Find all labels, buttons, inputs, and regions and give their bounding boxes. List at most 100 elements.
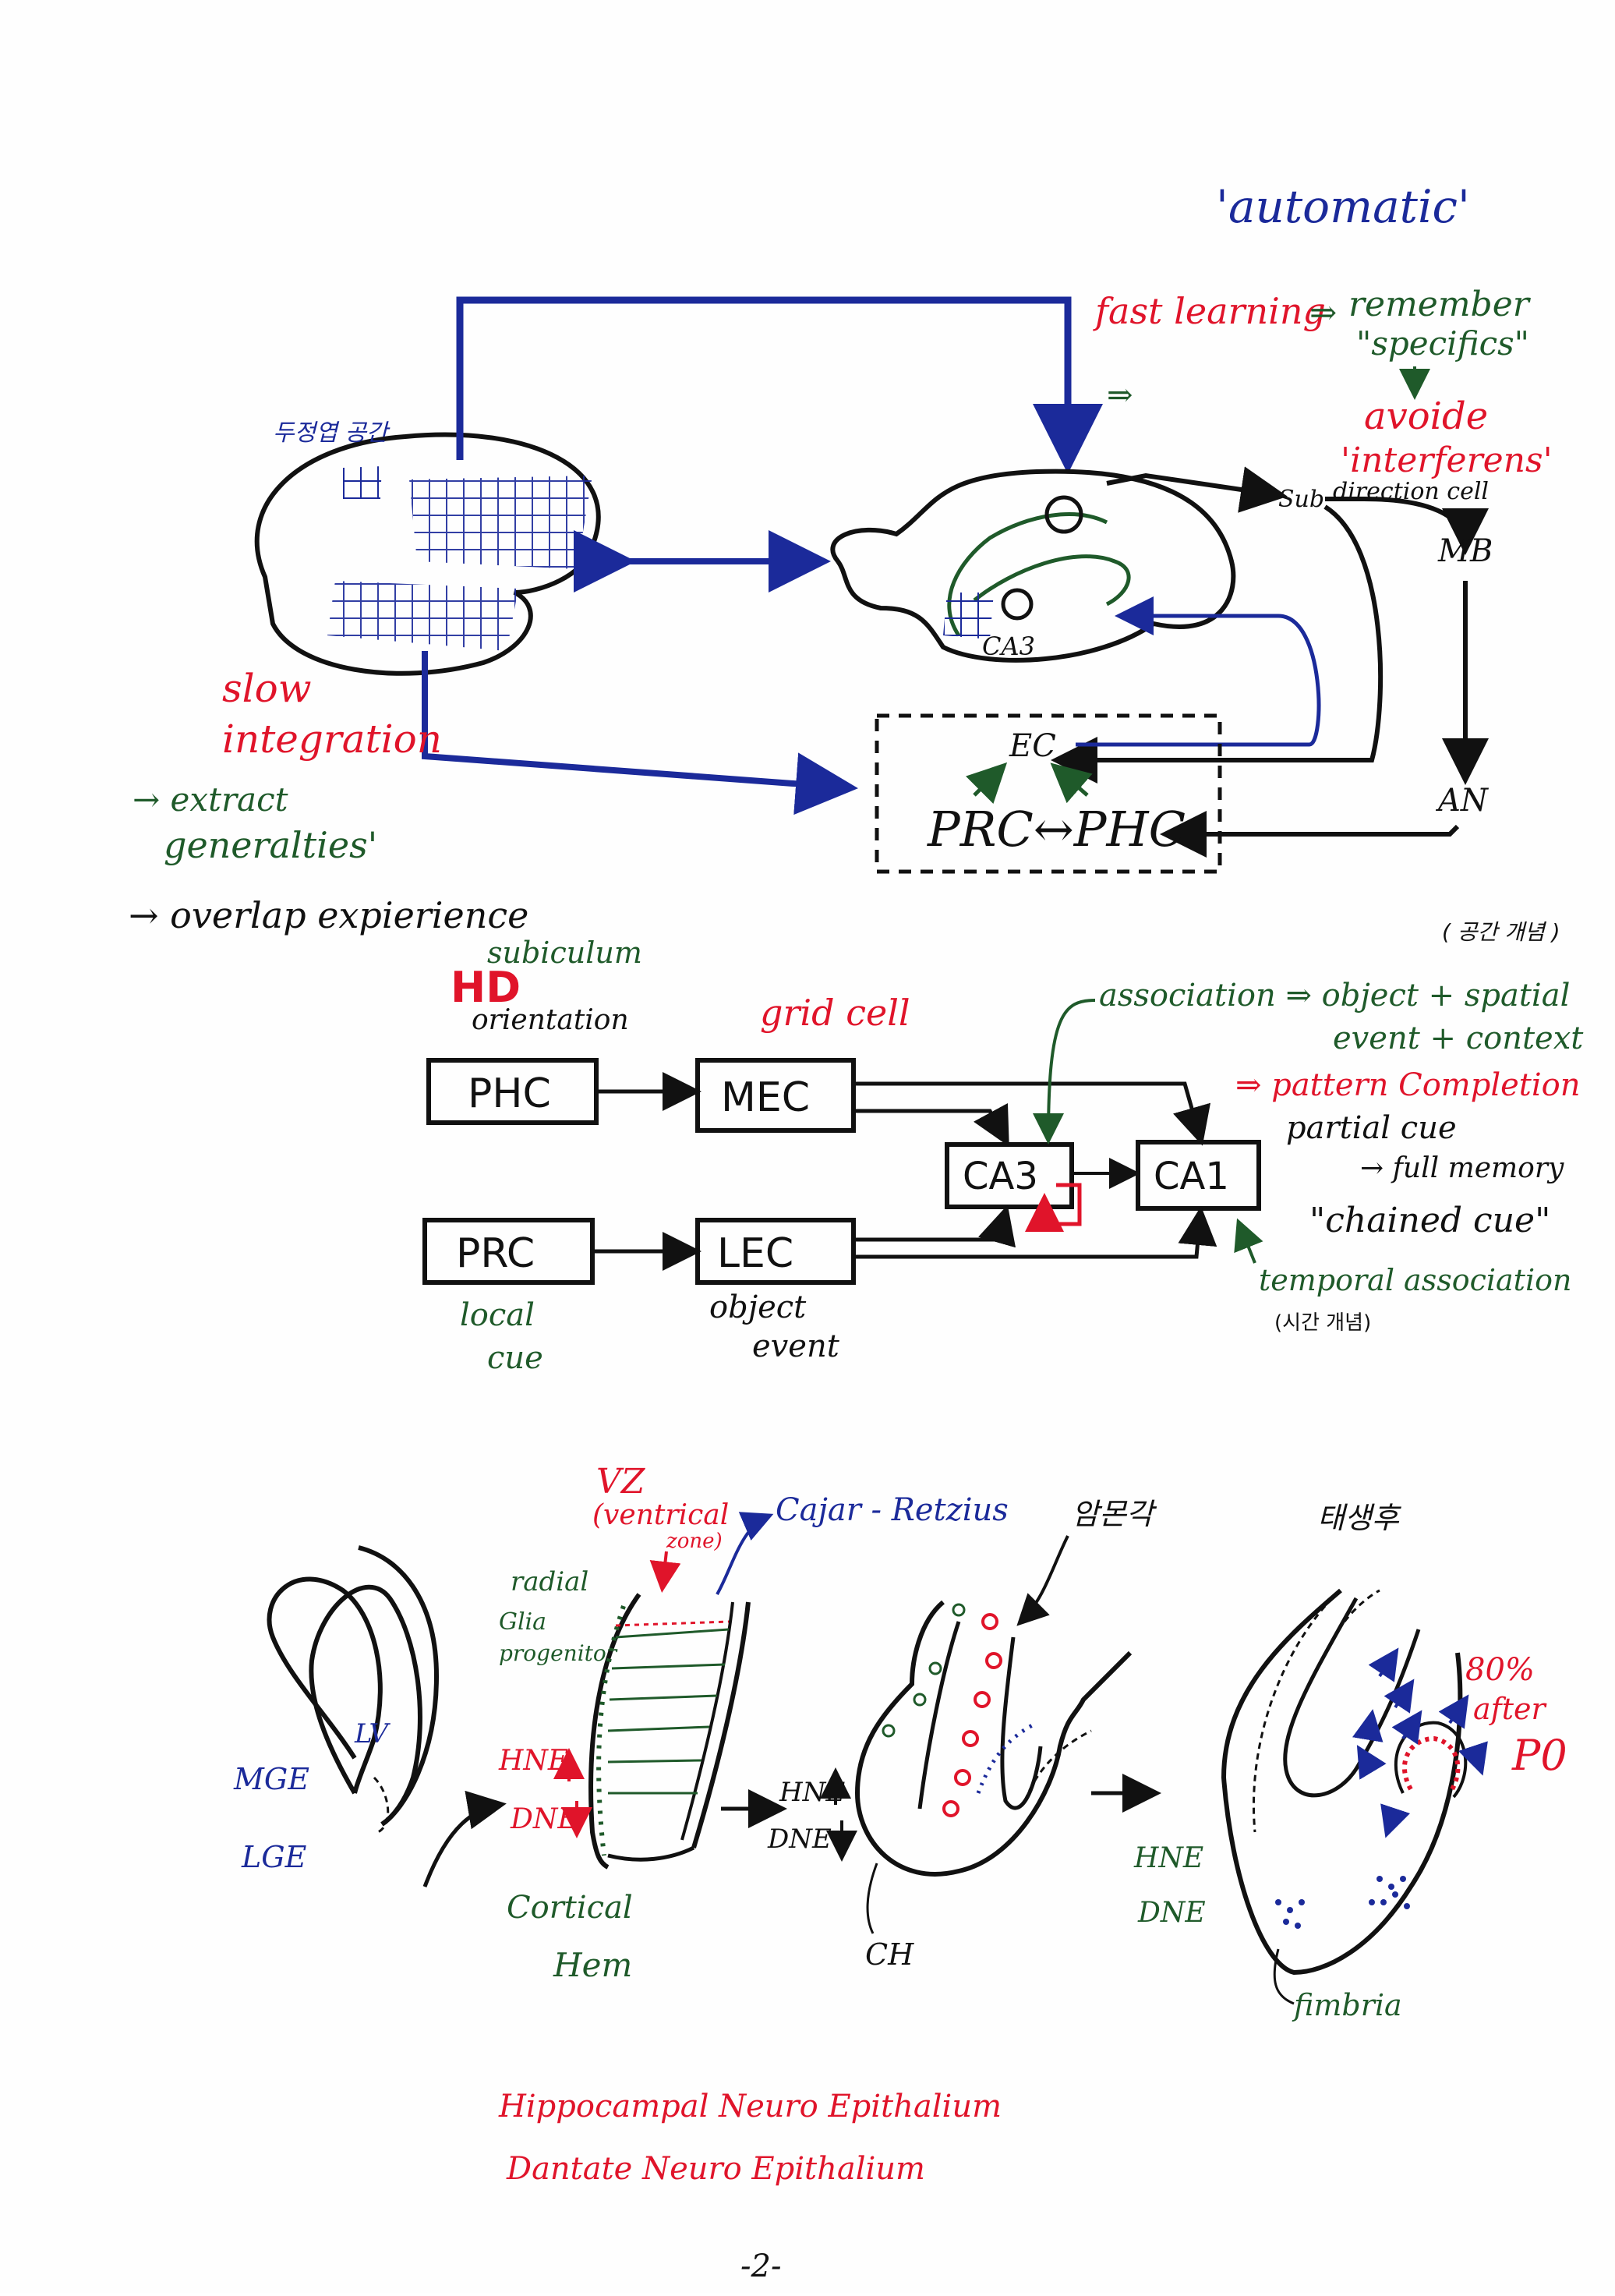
association-arrow [1033, 999, 1096, 1144]
cortex-grid-small [343, 466, 382, 499]
pct-label: 80% [1465, 1652, 1535, 1688]
cortical-label: Cortical [507, 1890, 633, 1926]
panel4-outline [1221, 1588, 1463, 1976]
overlap-label: → overlap expierience [129, 894, 528, 936]
sub-to-ec-line [1051, 504, 1384, 784]
hem-label: Hem [553, 1946, 632, 1984]
lv-label: LV [354, 1718, 391, 1749]
arrow-implies-1: ⇒ [1309, 293, 1337, 331]
panel3-inner-left [917, 1621, 961, 1810]
mge-label: MGE [233, 1762, 309, 1796]
fimbria-line [1273, 1948, 1295, 2005]
direction-cell-label: direction cell [1333, 478, 1489, 505]
fimbria-label: fimbria [1292, 1988, 1402, 2022]
space-concept-label: ( 공간 개념 ) [1442, 919, 1560, 945]
ammon-label: 암몬각 [1072, 1497, 1157, 1531]
panel4-inner-curve [1283, 1597, 1421, 1798]
cortex-korean-label: 두정엽 공간 [273, 419, 390, 447]
grid-cell-label: grid cell [760, 992, 910, 1034]
interferens-label: 'interferens' [1341, 440, 1553, 480]
specifics-label: "specifics" [1356, 324, 1529, 363]
subiculum-label: subiculum [487, 936, 642, 970]
lec-to-ca1-arrow [853, 1206, 1217, 1259]
panel4-dashed-right [1343, 1589, 1380, 1622]
panel4-red-dg [1401, 1735, 1461, 1795]
mec-to-ca1-arrow [853, 1081, 1211, 1146]
mb-label: MB [1437, 533, 1493, 569]
sub-to-mb-line [1325, 497, 1489, 555]
ec-label: EC [1009, 728, 1056, 764]
dne2-label: DNE [1137, 1897, 1206, 1929]
an-label: AN [1435, 783, 1490, 819]
panel2-right-wall [691, 1601, 751, 1848]
event-context-label: event + context [1333, 1021, 1584, 1056]
phc-box-label: PHC [468, 1070, 551, 1117]
panel1-shape-back [358, 1545, 440, 1827]
association-label: association ⇒ object + spatial [1099, 978, 1570, 1014]
panel1-dashed [373, 1776, 390, 1834]
panel3-green-cells [882, 1603, 966, 1738]
extract-label: → extract [133, 780, 288, 819]
panel2-bottom [607, 1845, 695, 1862]
green-arrow-marker: ⇒ [1107, 377, 1133, 413]
hne2-label: HNE [1133, 1842, 1203, 1874]
ca3-node [1044, 495, 1083, 534]
postnatal-label: 태생후 [1317, 1501, 1402, 1535]
lec-to-ca3-arrow [853, 1205, 1016, 1248]
lec-box-label: LEC [717, 1230, 793, 1277]
panel3-red-cells [942, 1613, 1002, 1817]
hippo-to-sub-arrow [1106, 466, 1288, 513]
ca3-recurrent-loop [1025, 1183, 1082, 1232]
glia-label: Glia [499, 1608, 546, 1636]
hippocampus-grid [943, 593, 994, 639]
legend-dne: Dantate Neuro Epithalium [506, 2151, 925, 2187]
ca1-box-label: CA1 [1154, 1155, 1229, 1198]
avoide-label: avoide [1364, 394, 1488, 438]
panel3-outline [854, 1600, 1133, 1877]
temporal-arrow [1234, 1218, 1263, 1264]
full-memory-label: → full memory [1360, 1152, 1564, 1184]
cortex-grid-upper [409, 476, 592, 569]
cortex-grid-lower [327, 581, 518, 651]
ammon-arrow [1016, 1535, 1069, 1626]
integration-label: integration [222, 716, 442, 762]
fast-learning-label: fast learning [1093, 290, 1326, 332]
legend-hne: Hippocampal Neuro Epithalium [498, 2089, 1002, 2124]
panel2-left-wall [588, 1593, 641, 1870]
orientation-label: orientation [472, 1004, 629, 1036]
generalties-label: generalties' [164, 824, 377, 866]
panel1-outline-outer [267, 1576, 383, 1794]
middle-section: ( 공간 개념 ) subiculum HD orientation grid … [422, 919, 1584, 1376]
cajar-arrow [716, 1512, 774, 1595]
ec-to-hippo-blue [1076, 596, 1321, 747]
hd-label: HD [451, 963, 521, 1012]
prc-box-label: PRC [456, 1230, 535, 1277]
chained-cue-label: "chained cue" [1309, 1201, 1550, 1240]
vz-label: VZ [596, 1462, 646, 1502]
cajar-retzius-label: Cajar - Retzius [776, 1492, 1009, 1528]
automatic-label: 'automatic' [1216, 180, 1470, 233]
slow-label: slow [222, 666, 312, 711]
p0-label: P0 [1511, 1731, 1567, 1780]
ventrical-label: (ventrical [592, 1499, 729, 1531]
panel4-blue-dots [1275, 1876, 1410, 1929]
top-loop-arrow [456, 296, 1103, 474]
mec-to-ca3-arrow [853, 1102, 1009, 1147]
hne-red-label: HNE [498, 1745, 568, 1777]
ch-label: CH [865, 1937, 914, 1972]
top-section: 'automatic' 두정엽 공간 CA3 Sub MB AN EC PRC↔… [129, 180, 1553, 936]
cue-label: cue [487, 1340, 543, 1376]
hippocampus-inner-2 [973, 554, 1131, 607]
panel3-blue-dots [976, 1721, 1038, 1794]
after-label: after [1473, 1692, 1547, 1726]
hippocampus-outline [830, 469, 1236, 663]
dg-node [1001, 588, 1034, 621]
dne-red-label: DNE [510, 1803, 578, 1835]
progenitor-label: progenitor [499, 1640, 618, 1666]
lge-label: LGE [241, 1840, 307, 1874]
local-label: local [460, 1297, 535, 1333]
ec-dashed-box [875, 713, 1222, 874]
sub-label: Sub [1278, 486, 1324, 513]
phc-to-ec-arrow [1050, 762, 1093, 804]
